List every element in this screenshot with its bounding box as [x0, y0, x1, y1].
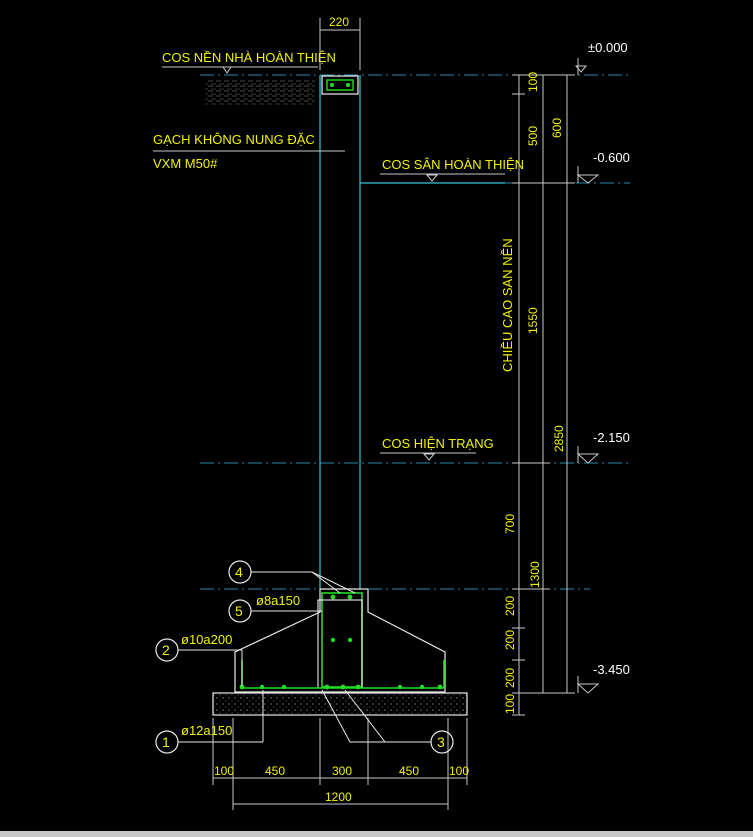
dim-v-1300: 1300: [528, 561, 542, 588]
dim-h-450-a: 450: [265, 764, 285, 778]
dim-h-100-b: 100: [449, 764, 469, 778]
stirrup: [321, 592, 363, 688]
level-2150: -2.150: [593, 430, 630, 445]
datum-lines: [200, 74, 630, 590]
rebar-label-2: ø10a200: [181, 632, 232, 647]
label-cos-hien-trang: COS HIỆN TRẠNG: [382, 436, 494, 451]
dim-v-200-b: 200: [503, 630, 517, 650]
label-chieu-cao: CHIỀU CAO SAN NỀN: [500, 238, 515, 372]
dim-v-2850: 2850: [552, 425, 566, 452]
marker-2: 2: [155, 638, 243, 686]
horizontal-dim-lines: [212, 718, 468, 810]
svg-text:2: 2: [162, 642, 170, 658]
label-cos-san: COS SÂN HOÀN THIỆN: [382, 157, 524, 172]
marker-5: 5: [228, 599, 322, 623]
dim-v-600: 600: [550, 118, 564, 138]
level-marker-cos-hien-trang: [422, 453, 436, 461]
vertical-dim-lines: [512, 74, 575, 716]
top-beam: [321, 75, 359, 95]
label-cos-nen: COS NỀN NHÀ HOÀN THIỆN: [162, 50, 336, 65]
marker-3: 3: [321, 689, 454, 754]
lean-concrete-bed: [212, 692, 468, 716]
dim-v-200-c: 200: [503, 668, 517, 688]
label-gach: GẠCH KHÔNG NUNG ĐẶC: [153, 132, 315, 147]
dim-v-500: 500: [526, 126, 540, 146]
column-inner: [317, 599, 363, 689]
rebar-label-1: ø12a150: [181, 723, 232, 738]
dim-v-700: 700: [503, 514, 517, 534]
level-marks: [574, 58, 600, 694]
level-0600: -0.600: [593, 150, 630, 165]
floor-hatch: [205, 80, 315, 105]
svg-text:4: 4: [235, 564, 243, 580]
rebar-dots: [239, 594, 443, 690]
marker-1: 1: [155, 690, 264, 754]
rebar-label-5: ø8a150: [256, 593, 300, 608]
level-0000: ±0.000: [588, 40, 628, 55]
label-vxm: VXM M50#: [153, 156, 218, 171]
footing-concrete: [234, 588, 446, 693]
svg-text:3: 3: [437, 734, 445, 750]
dim-top-220: 220: [329, 15, 349, 29]
dim-v-200-a: 200: [503, 596, 517, 616]
dim-v-100-top: 100: [526, 72, 540, 92]
level-marker-cos-nen: [222, 66, 232, 74]
brick-wall: [319, 75, 505, 589]
status-bar: [0, 831, 753, 837]
dim-v-100-bot: 100: [503, 694, 517, 714]
dim-h-450-b: 450: [399, 764, 419, 778]
marker-4: 4: [228, 560, 356, 594]
dim-h-1200: 1200: [325, 790, 352, 804]
top-width-dim: [319, 18, 361, 70]
svg-text:1: 1: [162, 734, 170, 750]
svg-text:5: 5: [235, 603, 243, 619]
dim-h-100-a: 100: [214, 764, 234, 778]
dim-v-1550: 1550: [526, 307, 540, 334]
dim-h-300: 300: [332, 764, 352, 778]
level-marker-cos-san: [425, 174, 439, 182]
level-3450: -3.450: [593, 662, 630, 677]
